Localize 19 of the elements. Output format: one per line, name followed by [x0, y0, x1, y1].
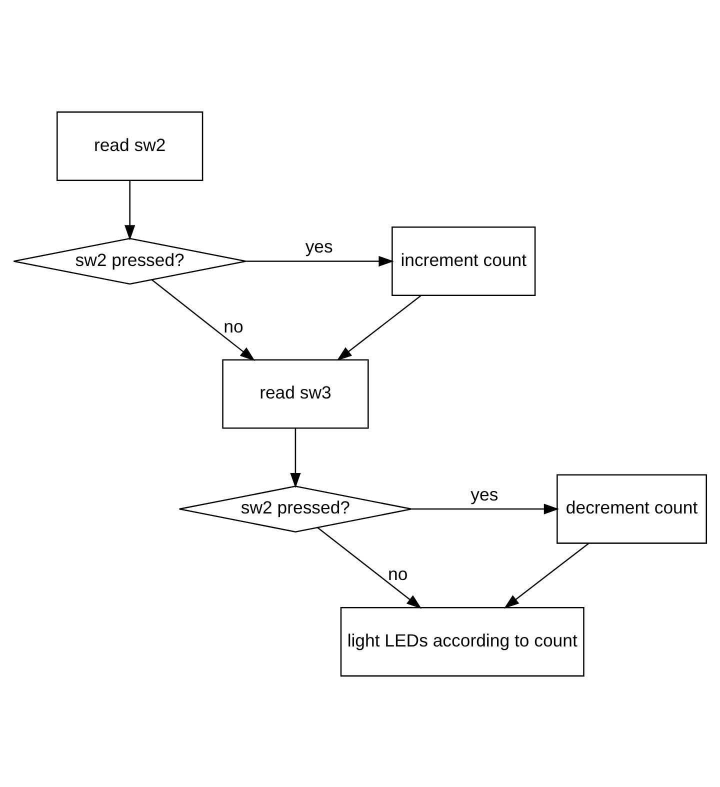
- arrow: [336, 294, 422, 360]
- node-box: light LEDs according to count: [340, 606, 584, 676]
- edge-label: no: [224, 316, 244, 336]
- node-box: increment count: [392, 226, 536, 296]
- edge-label: yes: [470, 484, 498, 504]
- edge-label: yes: [305, 236, 333, 256]
- arrow: [290, 428, 301, 488]
- arrow: [124, 180, 136, 240]
- arrow: [317, 526, 422, 608]
- node-diamond: sw2 pressed?: [13, 237, 247, 284]
- arrow: [246, 255, 394, 266]
- node-box: read sw3: [222, 358, 369, 428]
- node-box: decrement count: [556, 474, 707, 544]
- node-diamond: sw2 pressed?: [178, 485, 412, 532]
- node-box: read sw2: [56, 110, 204, 180]
- edge-label: no: [388, 564, 408, 584]
- arrow: [504, 542, 589, 608]
- arrow: [412, 503, 560, 514]
- arrow: [151, 278, 256, 360]
